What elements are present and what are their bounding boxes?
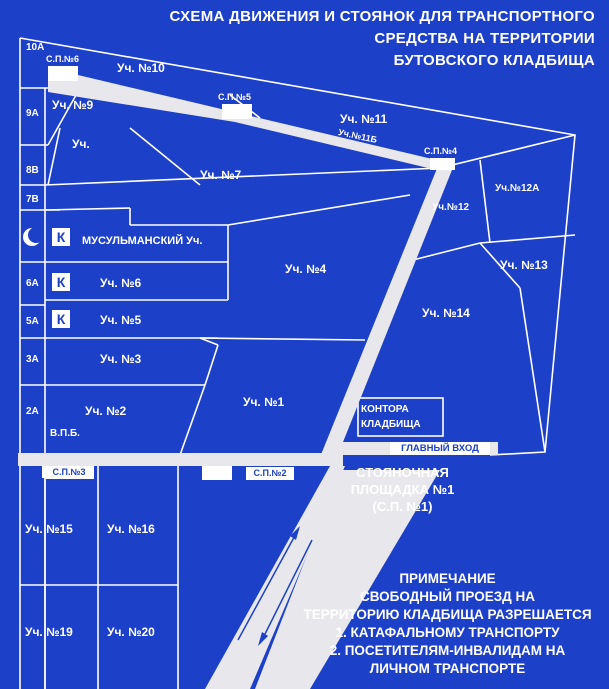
section-6: Уч. №6 <box>100 276 142 290</box>
k-marker-muslim: К <box>52 228 70 246</box>
note-block: ПРИМЕЧАНИЕ СВОБОДНЫЙ ПРОЕЗД НА ТЕРРИТОРИ… <box>300 570 595 678</box>
row-label-10a: 10А <box>26 42 45 53</box>
section-unnamed: Уч. <box>72 137 90 151</box>
parking-line-2: ПЛОЩАДКА №1 <box>350 482 455 497</box>
row-label-5a: 5А <box>26 316 39 327</box>
section-12: Уч.№12 <box>432 202 470 213</box>
section-3: Уч. №3 <box>100 352 142 366</box>
note-line-2: ТЕРРИТОРИЮ КЛАДБИЩА РАЗРЕШАЕТСЯ <box>303 607 592 622</box>
note-line-5: ЛИЧНОМ ТРАНСПОРТЕ <box>369 661 526 676</box>
section-5: Уч. №5 <box>100 313 142 327</box>
row-label-2a: 2А <box>26 406 39 417</box>
note-heading: ПРИМЕЧАНИЕ <box>399 571 496 586</box>
parking-line-3: (С.П. №1) <box>372 499 433 514</box>
section-15: Уч. №15 <box>25 522 73 536</box>
section-13: Уч. №13 <box>500 258 548 272</box>
section-10: Уч. №10 <box>117 61 165 75</box>
row-label-6a: 6А <box>26 278 39 289</box>
section-16: Уч. №16 <box>107 522 155 536</box>
office-line-1: КОНТОРА <box>361 404 409 415</box>
section-14: Уч. №14 <box>422 306 470 320</box>
section-12a: Уч.№12А <box>495 183 540 194</box>
stop-6-label: С.П.№6 <box>46 54 80 64</box>
map-title: СХЕМА ДВИЖЕНИЯ И СТОЯНОК ДЛЯ ТРАНСПОРТНО… <box>170 6 595 72</box>
section-2: Уч. №2 <box>85 404 127 418</box>
title-line-3: БУТОВСКОГО КЛАДБИЩА <box>393 52 595 69</box>
stop-2-label: С.П.№2 <box>246 467 294 480</box>
stop-5-label: С.П.№5 <box>218 92 252 102</box>
section-19: Уч. №19 <box>25 625 73 639</box>
stop-3-label: С.П.№3 <box>44 466 94 479</box>
section-7: Уч. №7 <box>200 168 242 182</box>
stop-4-label: С.П.№4 <box>424 146 458 156</box>
row-label-9a: 9А <box>26 108 39 119</box>
title-line-1: СХЕМА ДВИЖЕНИЯ И СТОЯНОК ДЛЯ ТРАНСПОРТНО… <box>169 8 595 25</box>
section-4: Уч. №4 <box>285 262 327 276</box>
section-20: Уч. №20 <box>107 625 155 639</box>
section-boundaries <box>19 37 576 689</box>
parking-line-1: СТОЯНОЧНАЯ <box>356 465 449 480</box>
vpb-label: В.П.Б. <box>50 428 80 439</box>
note-line-3: 1. КАТАФАЛЬНОМУ ТРАНСПОРТУ <box>335 625 560 640</box>
row-label-3a: 3А <box>26 354 39 365</box>
section-1: Уч. №1 <box>243 395 285 409</box>
office-line-2: КЛАДБИЩА <box>361 419 421 430</box>
title-line-2: СРЕДСТВА НА ТЕРРИТОРИИ <box>374 30 595 47</box>
parking-area-1: СТОЯНОЧНАЯ ПЛОЩАДКА №1 (С.П. №1) <box>340 464 465 515</box>
k-marker-6: К <box>52 273 70 291</box>
row-label-8b: 8В <box>26 165 39 176</box>
k-marker-5: К <box>52 310 70 328</box>
main-entrance-label: ГЛАВНЫЙ ВХОД <box>390 442 490 455</box>
note-line-4: 2. ПОСЕТИТЕЛЯМ-ИНВАЛИДАМ НА <box>329 643 566 658</box>
section-9: Уч. №9 <box>52 98 94 112</box>
roads <box>18 66 498 689</box>
row-label-7b: 7В <box>26 194 39 205</box>
section-11: Уч. №11 <box>340 112 388 126</box>
section-muslim: МУСУЛЬМАНСКИЙ Уч. <box>82 235 203 247</box>
note-line-1: СВОБОДНЫЙ ПРОЕЗД НА <box>359 589 536 604</box>
